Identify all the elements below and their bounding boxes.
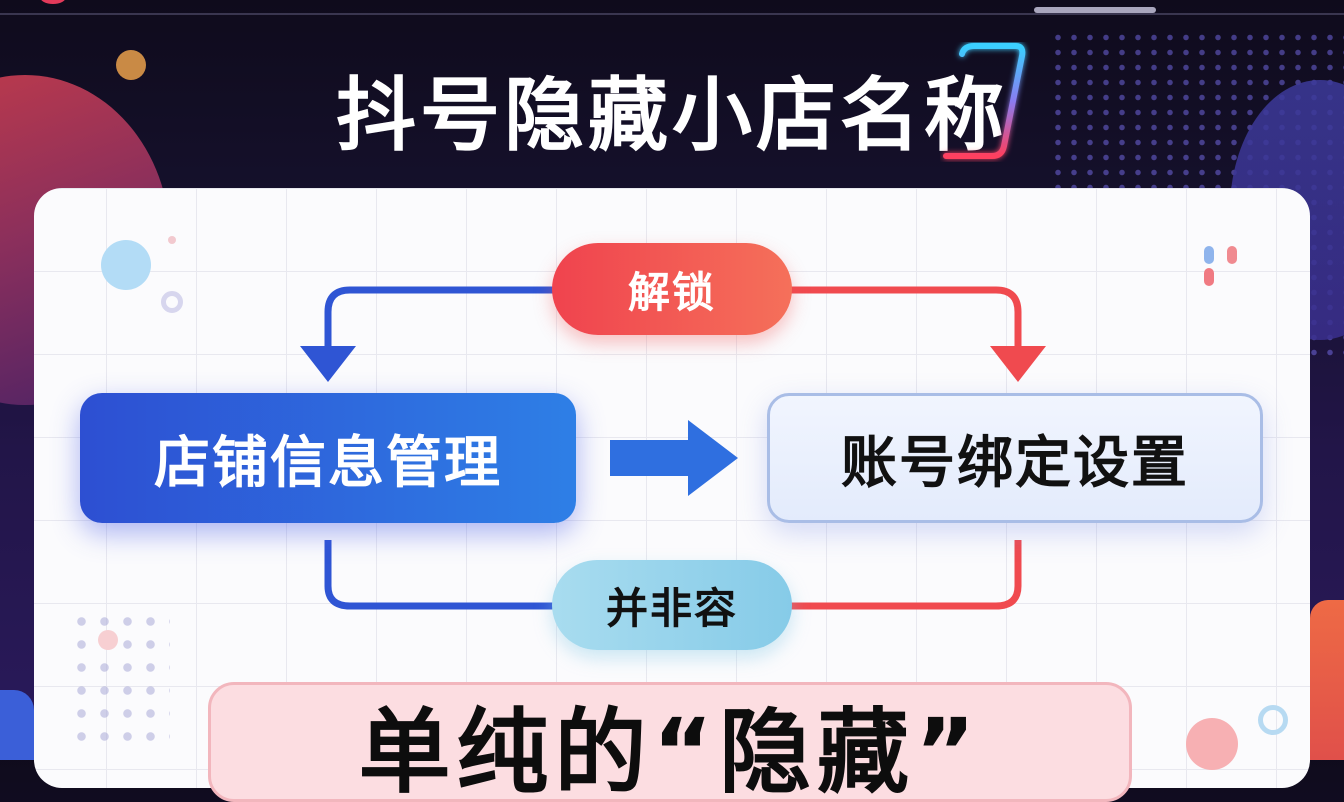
blue-ring-decor bbox=[1258, 705, 1288, 735]
dot-grid-decor bbox=[70, 610, 170, 750]
store-info-management-box: 店铺信息管理 bbox=[80, 393, 576, 523]
unlock-pill-label: 解锁 bbox=[627, 267, 716, 317]
not-allowed-pill-label: 并非容 bbox=[605, 583, 738, 633]
account-binding-settings-box: 账号绑定设置 bbox=[767, 393, 1263, 523]
right-arrow-icon bbox=[610, 420, 738, 496]
pink-dot-decor bbox=[168, 236, 176, 244]
orange-side-bar-decor bbox=[1310, 600, 1344, 760]
ring-decor bbox=[161, 291, 183, 313]
pink-dot-decor bbox=[98, 630, 118, 650]
top-divider-line bbox=[0, 13, 1344, 15]
bottom-banner: 单纯的“隐藏” bbox=[208, 682, 1132, 802]
flow-connectors bbox=[300, 286, 1046, 610]
account-binding-settings-label: 账号绑定设置 bbox=[841, 430, 1189, 496]
store-info-management-label: 店铺信息管理 bbox=[154, 430, 502, 496]
down-arrow-icon bbox=[990, 346, 1046, 382]
bottom-banner-text: 单纯的“隐藏” bbox=[358, 699, 982, 802]
orange-dot-decor bbox=[116, 50, 146, 80]
down-arrow-icon bbox=[300, 346, 356, 382]
unlock-pill: 解锁 bbox=[552, 243, 792, 335]
page-title: 抖号隐藏小店名称 bbox=[336, 69, 1008, 162]
top-handle-bar bbox=[1034, 7, 1156, 13]
blue-side-bar-decor bbox=[0, 690, 34, 760]
blue-circle-decor bbox=[101, 240, 151, 290]
red-dot-decor bbox=[40, 0, 66, 4]
not-allowed-pill: 并非容 bbox=[552, 560, 792, 650]
ellipsis-icon bbox=[1204, 246, 1268, 286]
neon-bracket-icon bbox=[943, 43, 1026, 159]
